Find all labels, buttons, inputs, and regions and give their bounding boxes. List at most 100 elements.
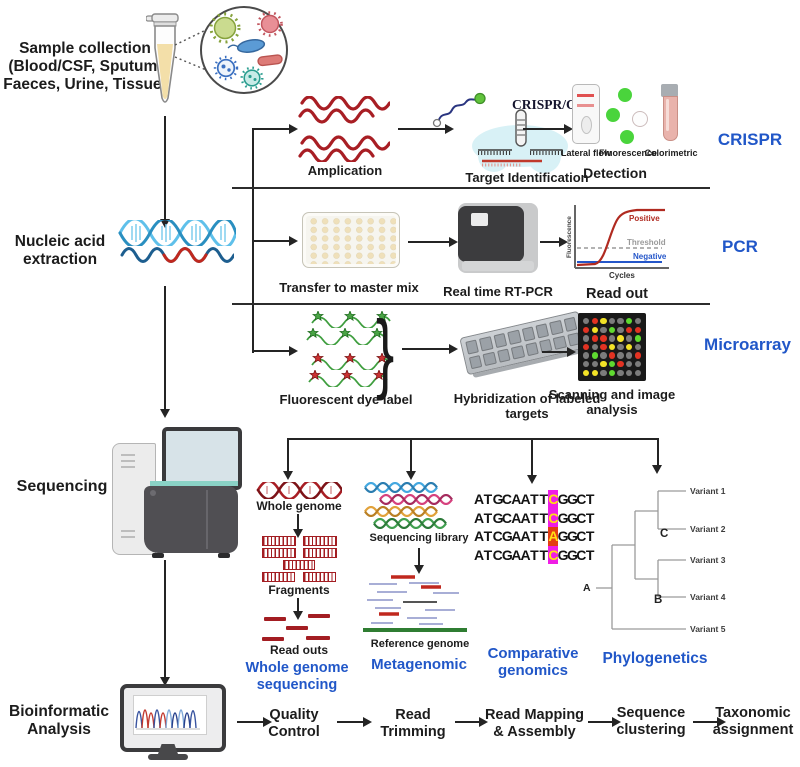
phylo-clade-b-label: B	[654, 594, 663, 606]
scan-dot	[608, 352, 616, 359]
microbes-magnifier-icon	[200, 6, 288, 94]
sequence-row: ATCGAATTAGGCT	[474, 527, 595, 546]
amplification-label: Amplication	[307, 163, 383, 178]
flow-arrow-to-trimming	[337, 715, 372, 728]
flow-arrow-chip-to-scan	[542, 345, 576, 358]
scan-dot	[634, 335, 641, 342]
metagenomic-title: Metagenomic	[371, 656, 467, 673]
scan-dot	[617, 318, 624, 325]
rna-wave-icon	[120, 247, 234, 263]
row-separator-crispr-pcr	[232, 187, 710, 190]
graph-positive-label: Positive	[629, 214, 660, 223]
bioinformatics-title: Bioinformatic Analysis	[9, 703, 109, 738]
phylo-clade-c-label: C	[660, 528, 669, 540]
lateral-flow-strip-icon	[572, 84, 600, 144]
phylo-root-label: A	[583, 582, 591, 594]
master-mix-label: Transfer to master mix	[279, 280, 419, 295]
flow-arrow-plate-to-pcr	[408, 235, 458, 248]
scan-dot	[625, 326, 633, 333]
flow-arrow-microarray-row	[252, 344, 298, 357]
reference-genome-label: Reference genome	[370, 638, 470, 650]
lateral-flow-label: Lateral flow	[560, 148, 611, 158]
scan-dot	[600, 352, 607, 359]
flow-arrow-to-qc	[237, 715, 272, 728]
scan-dot	[625, 360, 633, 368]
graph-threshold-label: Threshold	[627, 238, 666, 247]
hybridization-label: Hybridization of labeled targets	[453, 391, 601, 422]
crispr-cas-icon	[472, 109, 568, 173]
chromatogram-icon	[135, 709, 200, 730]
scan-dot	[583, 343, 590, 351]
dna-helix-icon	[118, 220, 236, 246]
tube-icon	[146, 13, 179, 103]
colorimetric-label: Colorimetric	[644, 148, 698, 158]
flow-arrow-to-clustering	[588, 715, 621, 728]
readouts-icon	[262, 614, 338, 642]
sequencing-title: Sequencing	[16, 478, 108, 495]
scan-dot	[625, 343, 633, 351]
rtpcr-label: Real time RT-PCR	[443, 284, 553, 299]
flow-arrow-target-to-detection	[523, 122, 573, 135]
microarray-row-title: Microarray	[704, 335, 791, 354]
graph-negative-label: Negative	[633, 252, 667, 261]
microarray-scan-grid	[578, 313, 646, 381]
scan-dot	[634, 343, 641, 351]
readout-label: Read out	[585, 286, 649, 302]
brace-icon: }	[376, 302, 395, 401]
crispr-cas-label: CRISPR/Cas	[512, 97, 588, 112]
flow-arrow-amp-to-target	[398, 122, 454, 135]
pcr-row-title: PCR	[722, 237, 758, 256]
dye-label: Fluorescent dye label	[279, 392, 413, 407]
sample-collection-title: Sample collection (Blood/CSF, Sputum, Fa…	[3, 40, 167, 93]
scan-dot	[583, 335, 590, 342]
scan-dot	[625, 335, 633, 342]
flow-arrow-to-metagenomic	[404, 438, 417, 480]
scan-dot	[591, 352, 598, 359]
scan-dot	[617, 369, 624, 376]
flow-arrow-sequencing-to-bioinformatics	[158, 560, 171, 686]
red-helix-icon	[256, 482, 342, 499]
dye-strand-green-1-icon	[311, 311, 391, 328]
flow-arrow-sample-to-extraction	[158, 116, 171, 228]
grna-squiggle-icon	[432, 92, 486, 128]
flow-arrow-fragments-to-readouts	[291, 598, 304, 620]
phylo-leaf-5: Variant 5	[690, 624, 726, 634]
phylo-leaf-4: Variant 4	[690, 592, 726, 602]
scan-dot	[634, 318, 641, 325]
pipeline-step-taxonomic-assignment: Taxonomic assignment	[712, 705, 794, 738]
fragments-icon	[262, 536, 338, 582]
sequence-row: ATGCAATTCGGCT	[474, 508, 595, 527]
scan-dot	[583, 369, 590, 376]
row-separator-pcr-microarray	[232, 303, 710, 306]
fragments-label: Fragments	[268, 583, 330, 597]
flow-arrow-to-phylogenetics	[651, 438, 664, 474]
sequencing-library-label: Sequencing library	[369, 532, 469, 544]
readouts-label: Read outs	[269, 643, 328, 657]
flow-arrow-dye-to-chip	[402, 342, 458, 355]
rtpcr-machine-icon	[458, 203, 538, 273]
scan-dot	[625, 369, 633, 376]
scan-dot	[583, 352, 590, 359]
scan-dot	[591, 343, 598, 351]
scan-dot	[600, 335, 607, 342]
scan-dot	[617, 352, 624, 359]
flow-arrow-to-taxonomic	[693, 715, 726, 728]
fluorescence-label: Fluorescence	[598, 148, 658, 158]
scan-dot	[600, 318, 607, 325]
scan-dot	[600, 360, 607, 368]
scan-dot	[608, 318, 616, 325]
flow-arrow-library-to-alignment	[412, 548, 425, 574]
scan-dot	[583, 318, 590, 325]
scan-dot	[617, 343, 624, 351]
scan-dot	[591, 335, 598, 342]
scan-dot	[617, 326, 624, 333]
scan-dot	[591, 326, 598, 333]
wgs-title: Whole genome sequencing	[245, 660, 349, 693]
detection-label: Detection	[583, 165, 647, 181]
scan-dot	[617, 335, 624, 342]
scan-dot	[608, 326, 616, 333]
scan-dot	[634, 352, 641, 359]
scan-dot	[583, 360, 590, 368]
